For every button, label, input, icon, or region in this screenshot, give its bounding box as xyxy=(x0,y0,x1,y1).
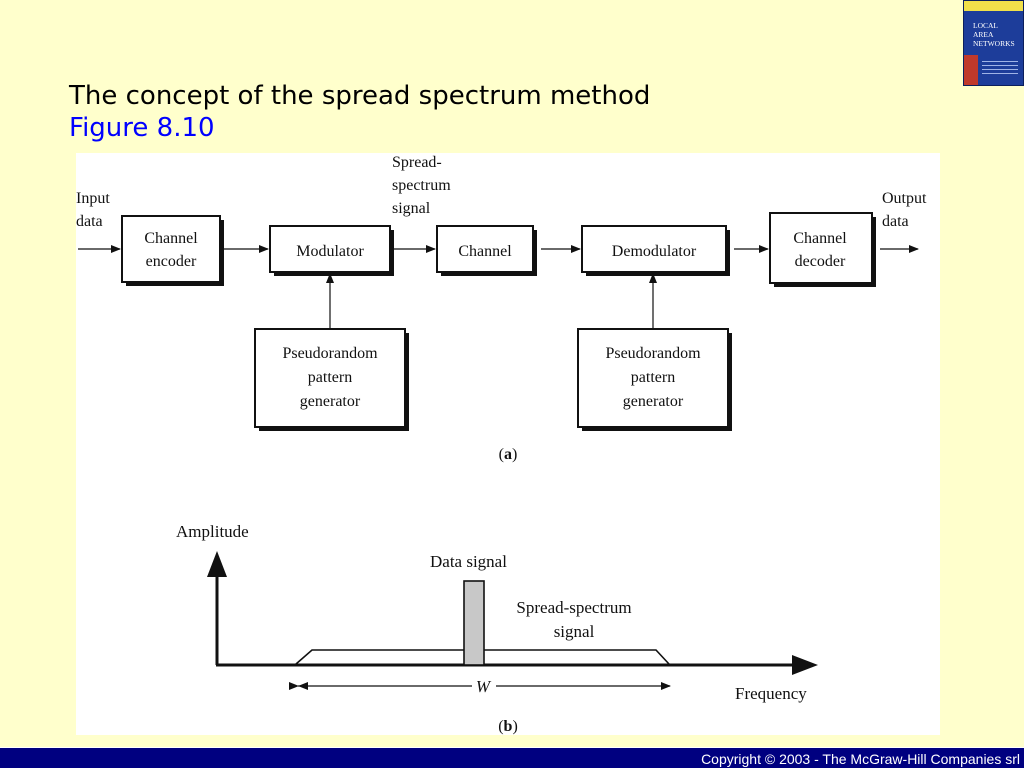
channel-decoder-label-line2: decoder xyxy=(795,253,846,270)
pn-generator-rx-label-line1: Pseudorandom xyxy=(605,345,701,362)
amplitude-axis-label: Amplitude xyxy=(176,522,249,541)
book-cover-thumbnail: LOCAL AREA NETWORKS xyxy=(963,0,1024,86)
channel-block xyxy=(436,225,534,273)
input-data-label-line1: Input xyxy=(76,190,110,207)
spread-spectrum-label-line1: Spread- xyxy=(392,154,442,171)
publisher-logo xyxy=(964,55,978,85)
channel-decoder-block xyxy=(769,212,873,284)
channel-encoder-label-line1: Channel xyxy=(144,230,198,247)
pn-generator-rx-label-line2: pattern xyxy=(631,369,675,386)
book-cover-stripe xyxy=(964,1,1023,11)
spread-spectrum-figure: Input data Output data Spread- spectrum … xyxy=(76,154,927,735)
book-cover-title: LOCAL AREA NETWORKS xyxy=(973,21,1015,48)
caption-a-letter: a xyxy=(504,446,512,463)
copyright-text: Copyright © 2003 - The McGraw-Hill Compa… xyxy=(701,751,1020,767)
caption-b-letter: b xyxy=(504,718,513,735)
bandwidth-label: W xyxy=(476,677,492,696)
slide-title: The concept of the spread spectrum metho… xyxy=(69,81,651,111)
spread-spectrum-label-line2: spectrum xyxy=(392,177,451,194)
modulator-label: Modulator xyxy=(296,243,364,260)
channel-label: Channel xyxy=(458,243,512,260)
footer-bar: Copyright © 2003 - The McGraw-Hill Compa… xyxy=(0,747,1024,768)
book-cover-text-lines xyxy=(982,61,1018,75)
pn-generator-tx-block xyxy=(254,328,406,428)
spread-spectrum-label-line3: signal xyxy=(392,200,431,217)
frequency-axis-arrowhead xyxy=(792,655,818,675)
input-data-label-line2: data xyxy=(76,213,103,230)
channel-decoder-label-line1: Channel xyxy=(793,230,847,247)
bandwidth-arrowhead-left xyxy=(298,682,308,690)
channel-encoder-label-line2: encoder xyxy=(146,253,197,270)
figure-number: Figure 8.10 xyxy=(69,113,215,143)
pn-generator-tx-label-line3: generator xyxy=(300,393,361,410)
data-signal-bar xyxy=(463,580,485,666)
caption-a: (a) xyxy=(499,446,518,463)
output-data-label-line1: Output xyxy=(882,190,927,207)
output-data-label-line2: data xyxy=(882,213,909,230)
pn-generator-rx-block xyxy=(577,328,729,428)
pn-generator-rx-label-line3: generator xyxy=(623,393,684,410)
demodulator-block xyxy=(581,225,727,273)
pn-generator-tx-label-line2: pattern xyxy=(308,369,352,386)
caption-b: (b) xyxy=(498,718,518,735)
data-signal-label: Data signal xyxy=(430,552,507,571)
spread-signal-label-line1: Spread-spectrum xyxy=(516,598,631,617)
amplitude-axis-arrowhead xyxy=(207,551,227,577)
demodulator-label: Demodulator xyxy=(612,243,697,260)
modulator-block xyxy=(269,225,391,273)
figure-panel: Input data Output data Spread- spectrum … xyxy=(76,153,940,735)
spread-signal-label-line2: signal xyxy=(554,622,595,641)
frequency-axis-label: Frequency xyxy=(735,684,807,703)
pn-generator-tx-label-line1: Pseudorandom xyxy=(282,345,378,362)
channel-encoder-block xyxy=(121,215,221,283)
